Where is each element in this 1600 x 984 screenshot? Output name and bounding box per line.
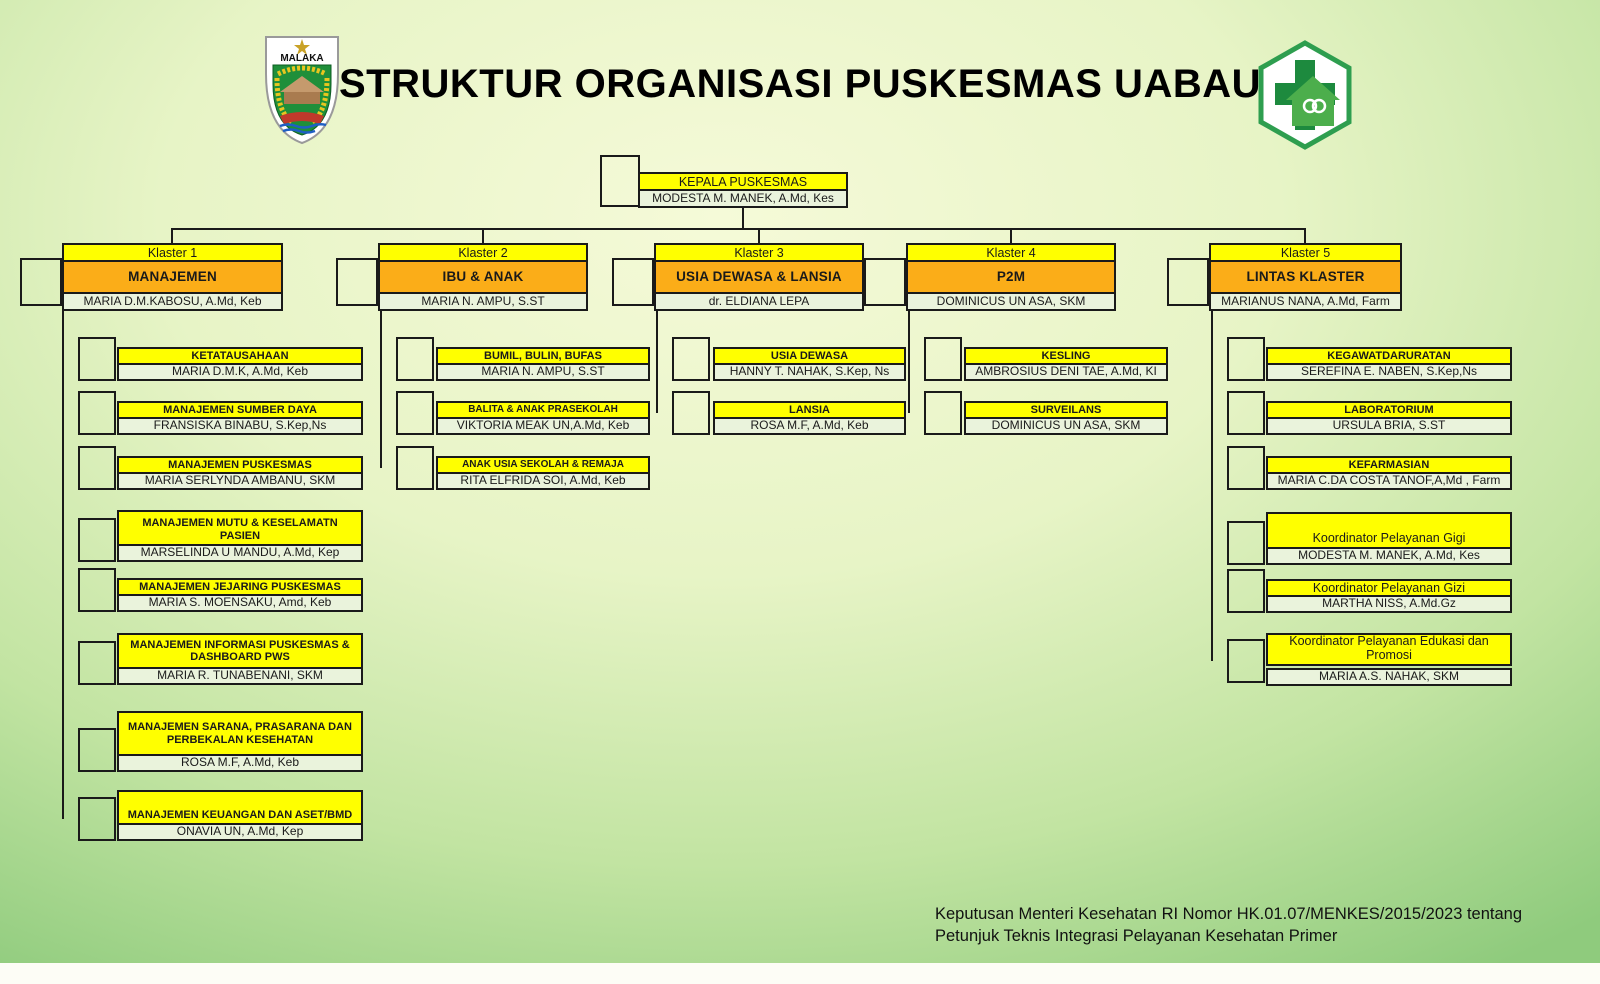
cluster-2-division: IBU & ANAK xyxy=(378,260,588,294)
cluster-1-head: MARIA D.M.KABOSU, A.Md, Keb xyxy=(62,292,283,311)
cluster-2-trunk xyxy=(380,311,382,468)
unit-name: ROSA M.F, A.Md, Keb xyxy=(117,754,363,772)
unit-name: ONAVIA UN, A.Md, Kep xyxy=(117,823,363,841)
unit-name: MARSELINDA U MANDU, A.Md, Kep xyxy=(117,544,363,562)
unit-title: MANAJEMEN KEUANGAN DAN ASET/BMD xyxy=(117,790,363,825)
connector-line xyxy=(171,228,173,243)
unit-title: MANAJEMEN SARANA, PRASARANA DAN PERBEKAL… xyxy=(117,711,363,756)
unit-title: Koordinator Pelayanan Edukasi dan Promos… xyxy=(1266,633,1512,666)
unit-title: MANAJEMEN MUTU & KESELAMATN PASIEN xyxy=(117,510,363,546)
unit-title: Koordinator Pelayanan Gigi xyxy=(1266,512,1512,549)
unit-title: KETATAUSAHAAN xyxy=(117,347,363,365)
connector-box xyxy=(864,258,906,306)
connector-box-root xyxy=(600,155,640,207)
connector-box xyxy=(78,518,116,562)
decree-reference-text: Keputusan Menteri Kesehatan RI Nomor HK.… xyxy=(935,905,1523,946)
unit-name: AMBROSIUS DENI TAE, A.Md, KI xyxy=(964,363,1168,381)
unit-name: MARIA SERLYNDA AMBANU, SKM xyxy=(117,472,363,490)
connector-box xyxy=(78,568,116,612)
connector-box xyxy=(1167,258,1209,306)
unit-name: MARIA R. TUNABENANI, SKM xyxy=(117,667,363,685)
connector-line xyxy=(1010,228,1012,243)
unit-name: DOMINICUS UN ASA, SKM xyxy=(964,417,1168,435)
connector-line xyxy=(1304,228,1306,243)
cluster-3-head: dr. ELDIANA LEPA xyxy=(654,292,864,311)
connector-box xyxy=(396,446,434,490)
connector-box xyxy=(20,258,62,306)
unit-name: MODESTA M. MANEK, A.Md, Kes xyxy=(1266,547,1512,565)
connector-box xyxy=(672,391,710,435)
cluster-5-head: MARIANUS NANA, A.Md, Farm xyxy=(1209,292,1402,311)
cluster-4-division: P2M xyxy=(906,260,1116,294)
connector-box xyxy=(1227,521,1265,565)
unit-name: URSULA BRIA, S.ST xyxy=(1266,417,1512,435)
connector-box xyxy=(78,641,116,685)
connector-box xyxy=(78,446,116,490)
connector-box xyxy=(672,337,710,381)
cluster-5-label: Klaster 5 xyxy=(1209,243,1402,262)
root-head-name: MODESTA M. MANEK, A.Md, Kes xyxy=(638,189,848,208)
cluster-1-division: MANAJEMEN xyxy=(62,260,283,294)
connector-box xyxy=(1227,446,1265,490)
connector-box xyxy=(1227,391,1265,435)
unit-title: MANAJEMEN INFORMASI PUSKESMAS & DASHBOAR… xyxy=(117,633,363,669)
malaka-crest-logo: MALAKA xyxy=(252,34,352,146)
page-title: STRUKTUR ORGANISASI PUSKESMAS UABAU xyxy=(339,62,1261,106)
connector-box xyxy=(396,391,434,435)
connector-line xyxy=(742,208,744,228)
unit-name: MARIA N. AMPU, S.ST xyxy=(436,363,650,381)
unit-name: SEREFINA E. NABEN, S.Kep,Ns xyxy=(1266,363,1512,381)
puskesmas-logo xyxy=(1256,40,1354,150)
connector-box xyxy=(78,337,116,381)
cluster-4-head: DOMINICUS UN ASA, SKM xyxy=(906,292,1116,311)
unit-name: MARIA D.M.K, A.Md, Keb xyxy=(117,363,363,381)
cluster-1-trunk xyxy=(62,311,64,819)
cluster-5-trunk xyxy=(1211,311,1213,661)
connector-box xyxy=(924,391,962,435)
unit-name: VIKTORIA MEAK UN,A.Md, Keb xyxy=(436,417,650,435)
unit-name: FRANSISKA BINABU, S.Kep,Ns xyxy=(117,417,363,435)
cluster-5-division: LINTAS KLASTER xyxy=(1209,260,1402,294)
unit-name: RITA ELFRIDA SOI, A.Md, Keb xyxy=(436,472,650,490)
malaka-crest-text: MALAKA xyxy=(280,53,323,64)
connector-box xyxy=(78,391,116,435)
cluster-2-head: MARIA N. AMPU, S.ST xyxy=(378,292,588,311)
connector-line xyxy=(482,228,484,243)
unit-name: ROSA M.F, A.Md, Keb xyxy=(713,417,906,435)
connector-box xyxy=(1227,639,1265,683)
connector-box xyxy=(1227,337,1265,381)
connector-box xyxy=(336,258,378,306)
connector-box xyxy=(78,797,116,841)
connector-box xyxy=(924,337,962,381)
cluster-4-trunk xyxy=(908,311,910,413)
unit-name: MARTHA NISS, A.Md.Gz xyxy=(1266,595,1512,613)
connector-line xyxy=(758,228,760,243)
unit-name: MARIA S. MOENSAKU, Amd, Keb xyxy=(117,594,363,612)
unit-name: HANNY T. NAHAK, S.Kep, Ns xyxy=(713,363,906,381)
cluster-3-trunk xyxy=(656,311,658,413)
unit-name: MARIA A.S. NAHAK, SKM xyxy=(1266,668,1512,686)
connector-box xyxy=(396,337,434,381)
connector-line xyxy=(171,228,1306,230)
connector-box xyxy=(1227,569,1265,613)
connector-box xyxy=(78,728,116,772)
connector-box xyxy=(612,258,654,306)
unit-title: MANAJEMEN PUSKESMAS xyxy=(117,456,363,474)
cluster-3-division: USIA DEWASA & LANSIA xyxy=(654,260,864,294)
bottom-strip xyxy=(0,963,1600,984)
unit-name: MARIA C.DA COSTA TANOF,A,Md , Farm xyxy=(1266,472,1512,490)
